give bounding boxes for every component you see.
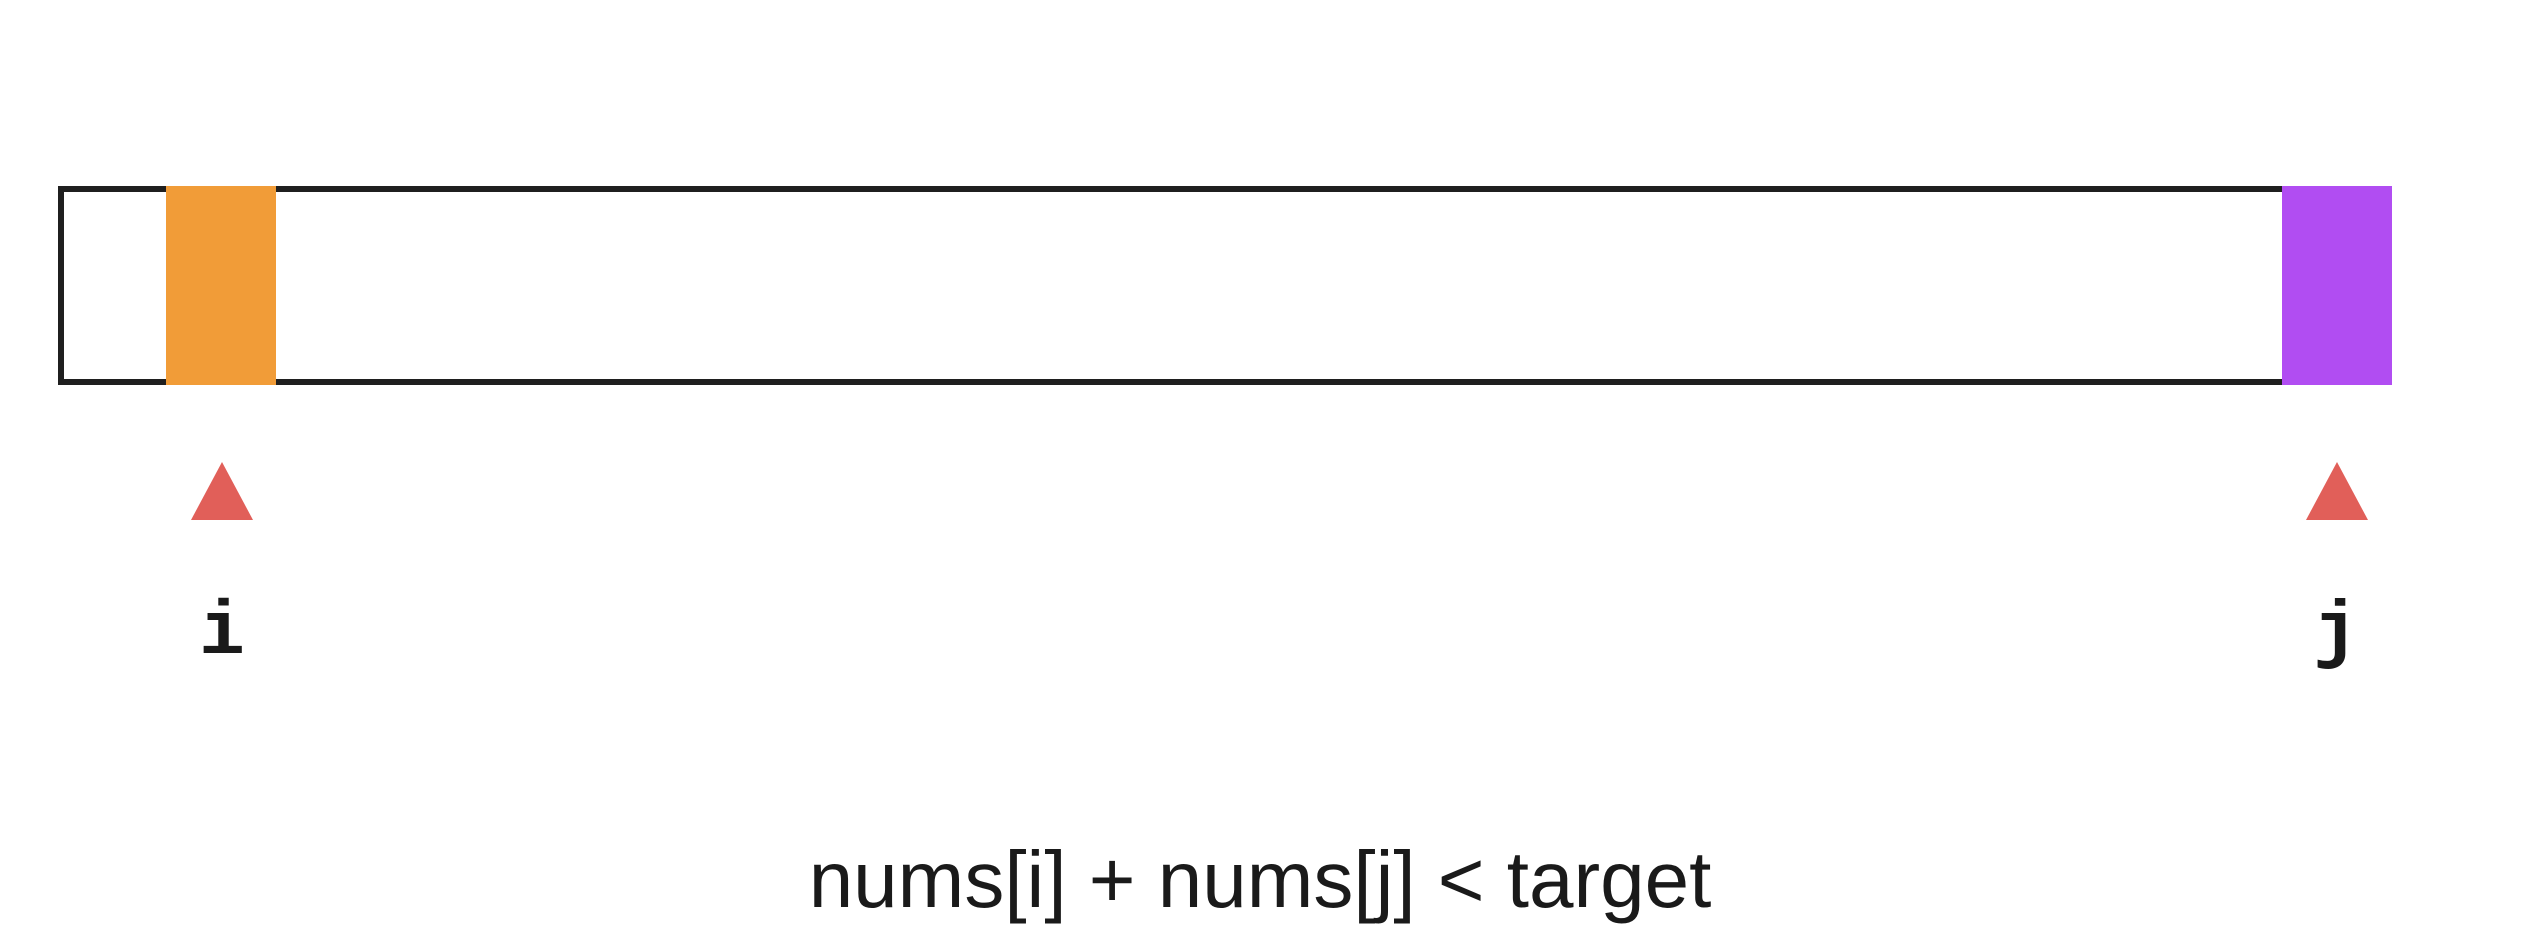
pointer-i-arrow-icon — [191, 462, 253, 520]
cell-i-highlight — [166, 186, 276, 385]
pointer-j-arrow-icon — [2306, 462, 2368, 520]
cell-j-highlight — [2282, 186, 2392, 385]
condition-text: nums[i] + nums[j] < target — [808, 835, 1712, 924]
array-bar — [58, 186, 2392, 385]
pointer-i-label: i — [199, 590, 245, 676]
pointer-j-label: j — [2313, 590, 2359, 676]
